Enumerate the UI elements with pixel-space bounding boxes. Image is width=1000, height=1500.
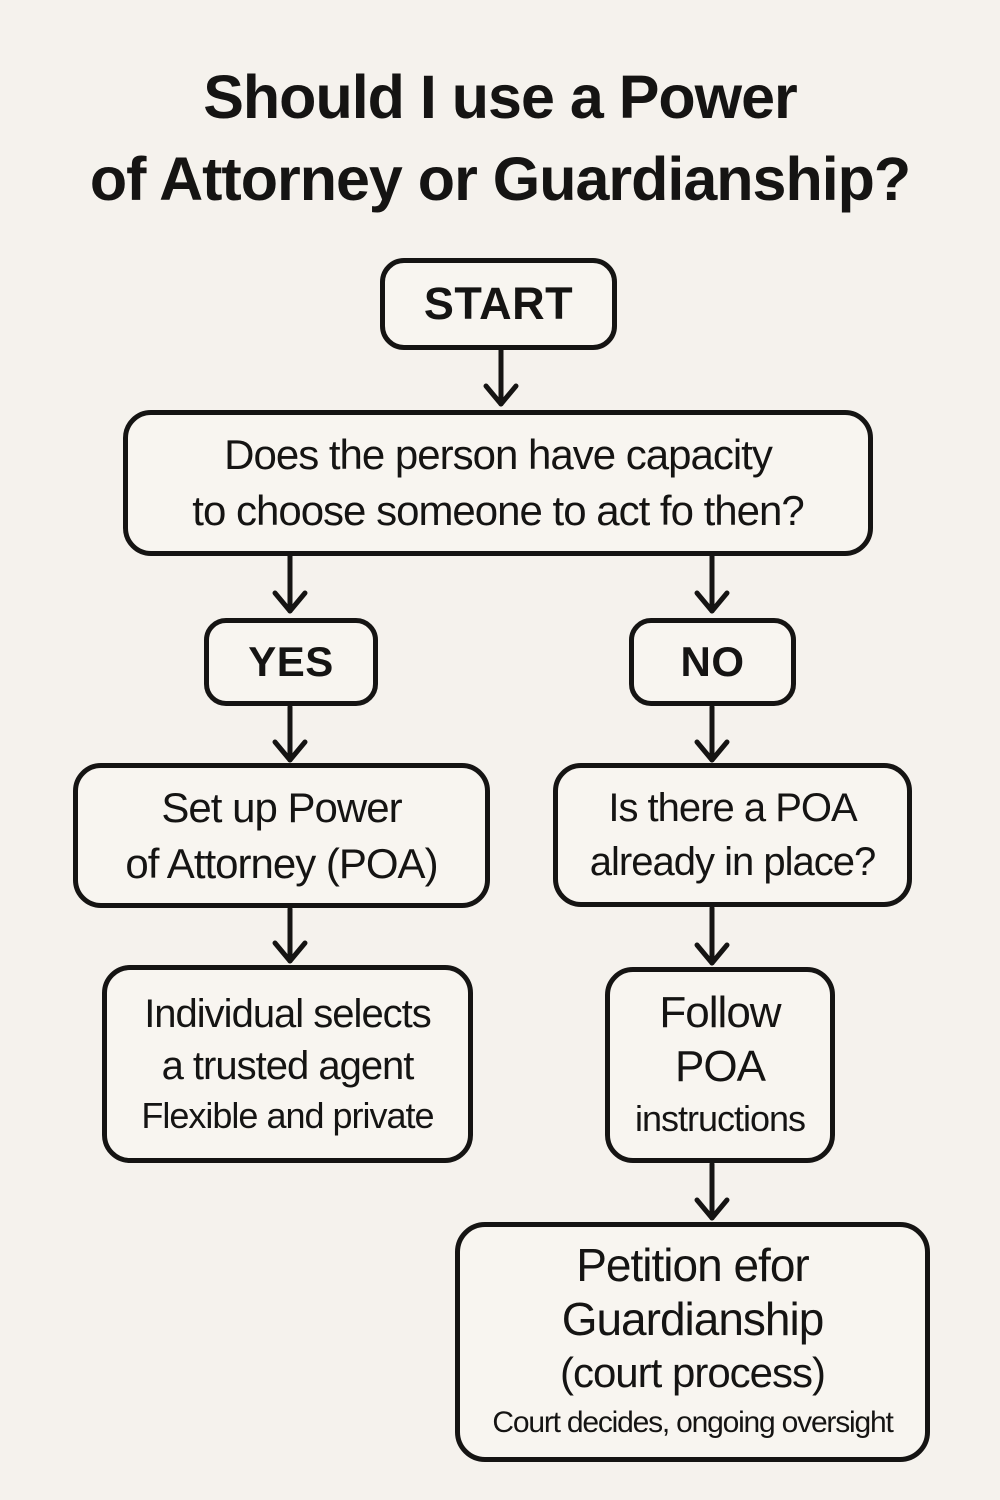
page-title-line2: of Attorney or Guardianship?	[89, 145, 911, 213]
node-petition-line3: (court process)	[559, 1349, 826, 1396]
node-start-label: START	[423, 278, 574, 329]
node-follow-poa-line1: Follow	[659, 988, 781, 1037]
node-capacity-question: Does the person have capacity to choose …	[123, 410, 873, 556]
arrow-follow-to-petition	[694, 1161, 730, 1221]
arrow-no-to-poa-question	[694, 704, 730, 763]
node-follow-poa: Follow POA instructions	[605, 967, 835, 1163]
arrow-start-to-question	[483, 347, 519, 407]
node-petition-line2: Guardianship	[561, 1293, 825, 1345]
node-poa-already-in-place: Is there a POA already in place?	[553, 763, 912, 907]
node-petition-line1: Petition efor	[576, 1239, 809, 1291]
node-petition-line4: Court decides, ongoing oversight	[492, 1406, 893, 1439]
node-petition-guardianship: Petition efor Guardianship (court proces…	[455, 1222, 930, 1462]
node-poa-already-line1: Is there a POA	[608, 786, 857, 830]
page-title-line1: Should I use a Power	[203, 63, 798, 131]
arrow-poa-question-to-follow	[694, 905, 730, 966]
node-individual-selects-line3: Flexible and private	[141, 1095, 434, 1136]
node-follow-poa-line3: instructions	[634, 1098, 806, 1139]
arrow-question-to-no	[694, 553, 730, 614]
node-yes: YES	[204, 618, 378, 706]
node-set-up-poa: Set up Power of Attorney (POA)	[73, 763, 490, 908]
node-start: START	[380, 258, 617, 350]
node-individual-selects: Individual selects a trusted agent Flexi…	[102, 965, 473, 1163]
node-yes-label: YES	[248, 638, 334, 685]
node-poa-already-line2: already in place?	[589, 840, 876, 884]
arrow-setup-to-individual	[272, 906, 308, 964]
node-set-up-poa-line2: of Attorney (POA)	[125, 839, 438, 887]
node-set-up-poa-line1: Set up Power	[161, 783, 402, 831]
node-capacity-question-line1: Does the person have capacity	[224, 431, 773, 478]
arrow-question-to-yes	[272, 553, 308, 614]
node-capacity-question-line2: to choose someone to act fo then?	[192, 487, 804, 534]
arrow-yes-to-setup	[272, 704, 308, 763]
node-individual-selects-line2: a trusted agent	[161, 1044, 415, 1088]
node-individual-selects-line1: Individual selects	[144, 992, 432, 1036]
page-title: Should I use a Power of Attorney or Guar…	[0, 56, 1000, 220]
node-no-label: NO	[680, 638, 745, 685]
node-no: NO	[629, 618, 796, 706]
node-follow-poa-line2: POA	[675, 1042, 766, 1091]
